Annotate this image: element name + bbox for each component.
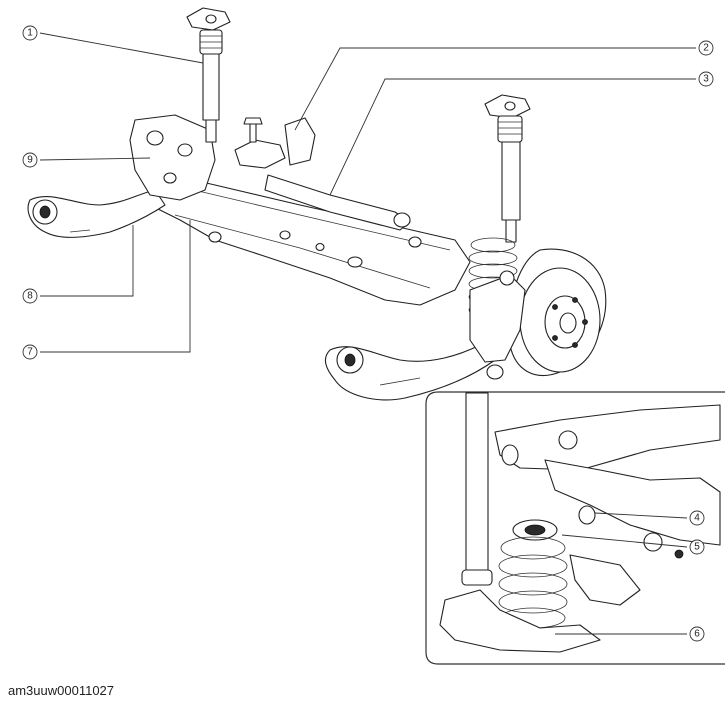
callout-6: 6 bbox=[689, 626, 705, 642]
leader-1 bbox=[39, 32, 204, 64]
callout-9: 9 bbox=[22, 152, 38, 168]
right-brake-disc bbox=[508, 248, 607, 377]
callout-5: 5 bbox=[689, 539, 705, 555]
upper-arm bbox=[264, 174, 411, 231]
leader-9 bbox=[39, 157, 151, 161]
callout-8: 8 bbox=[22, 288, 38, 304]
leader-7 bbox=[40, 220, 191, 353]
right-knuckle bbox=[469, 270, 526, 380]
inset-coil-spring bbox=[498, 519, 568, 629]
right-trailing-arm bbox=[324, 344, 496, 401]
callout-3: 3 bbox=[698, 71, 714, 87]
center-mount bbox=[234, 117, 316, 169]
callout-2: 2 bbox=[698, 40, 714, 56]
right-shock-absorber bbox=[484, 94, 531, 243]
callout-1: 1 bbox=[22, 25, 38, 41]
svg-text:8: 8 bbox=[27, 291, 33, 302]
leader-4 bbox=[594, 512, 688, 519]
svg-text:5: 5 bbox=[694, 542, 700, 553]
svg-text:2: 2 bbox=[703, 43, 709, 54]
left-trailing-arm bbox=[27, 189, 166, 238]
figure-id: am3uuw00011027 bbox=[8, 683, 115, 698]
svg-text:7: 7 bbox=[27, 347, 33, 358]
callout-4: 4 bbox=[689, 510, 705, 526]
leader-2 bbox=[294, 47, 696, 131]
detail-inset bbox=[425, 391, 725, 665]
svg-text:1: 1 bbox=[27, 28, 33, 39]
rear-crossmember bbox=[149, 169, 471, 306]
callout-7: 7 bbox=[22, 344, 38, 360]
left-knuckle bbox=[129, 114, 216, 201]
svg-text:9: 9 bbox=[27, 155, 33, 166]
leader-8 bbox=[40, 225, 134, 297]
leader-5 bbox=[561, 534, 688, 548]
svg-text:3: 3 bbox=[703, 74, 709, 85]
leader-lines bbox=[39, 32, 696, 635]
svg-text:6: 6 bbox=[694, 629, 700, 640]
leader-3 bbox=[329, 78, 696, 196]
inset-nut bbox=[674, 549, 684, 559]
inset-bushing bbox=[578, 505, 596, 525]
inset-shock-absorber bbox=[465, 392, 489, 574]
svg-text:4: 4 bbox=[694, 513, 700, 524]
left-shock-absorber bbox=[186, 7, 231, 143]
detail-inset-frame bbox=[425, 391, 725, 665]
inset-lower-arm bbox=[439, 589, 601, 653]
